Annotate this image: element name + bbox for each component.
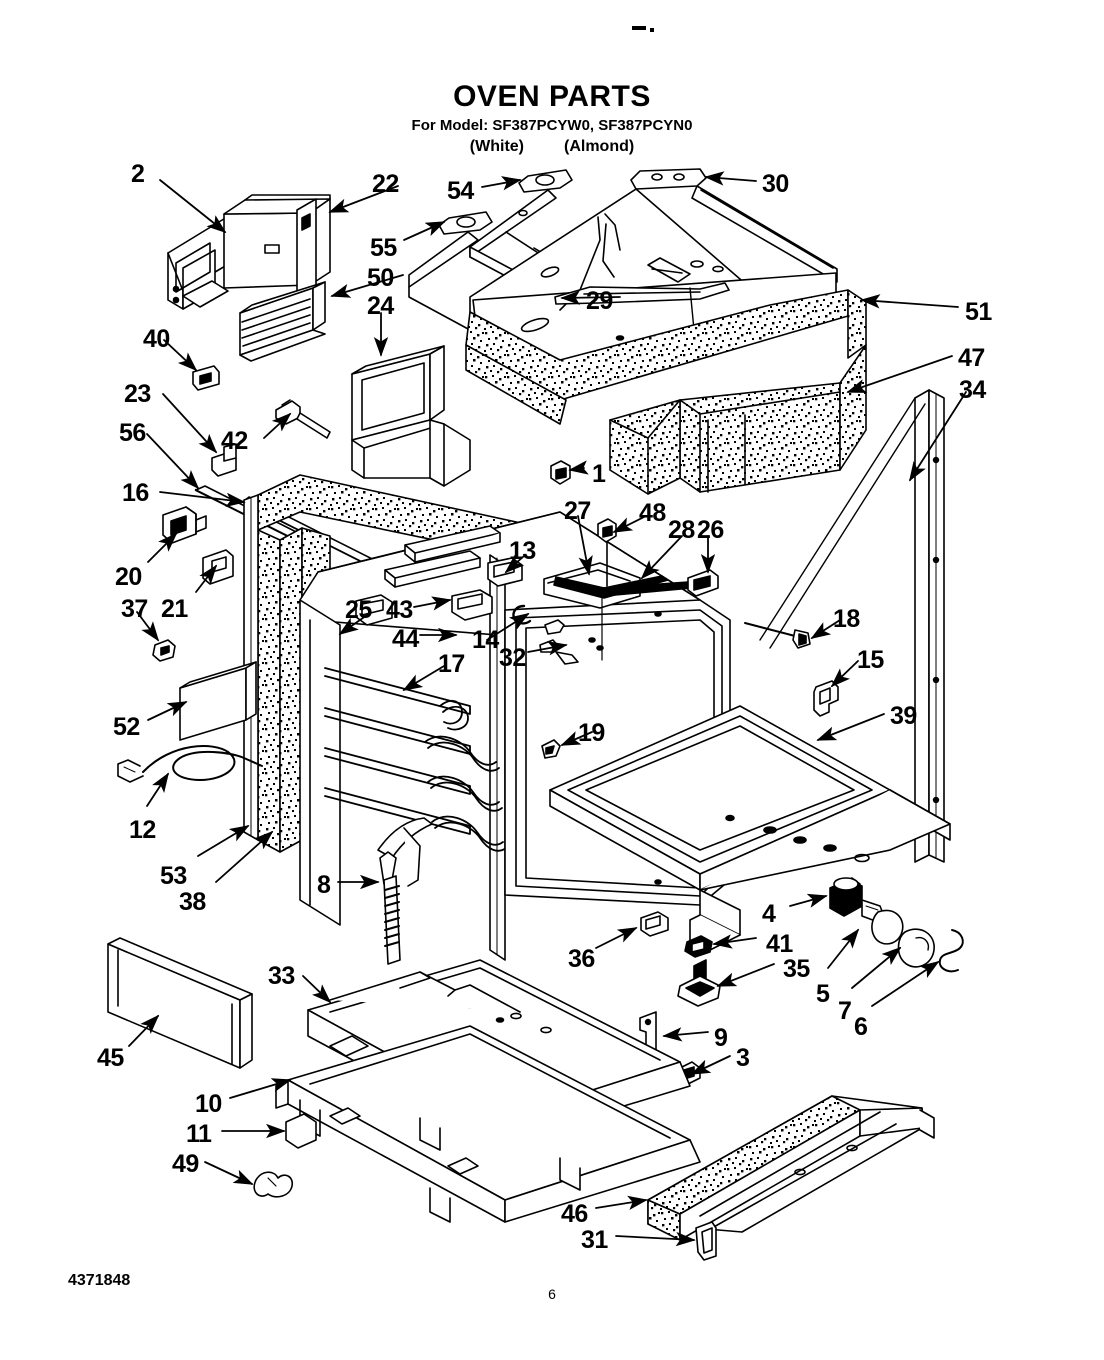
callout-15: 15 [857,646,884,674]
part-switch-20 [162,506,207,544]
callout-29: 29 [586,287,613,315]
page-title: OVEN PARTS [453,80,651,113]
callout-27: 27 [564,497,591,525]
callout-3: 3 [736,1044,750,1072]
callout-20: 20 [115,563,142,591]
callout-35: 35 [783,955,810,983]
finish-line: (White) (Almond) [0,138,1104,156]
callout-5: 5 [816,980,830,1008]
callout-45: 45 [97,1044,124,1072]
rack-support-wires [424,699,507,852]
insulation-right-panel-47 [609,344,867,495]
callout-36: 36 [568,945,595,973]
part-bottom-pan-39 [549,705,951,951]
part-bottom-frame-group [275,959,701,1223]
model-line: For Model: SF387PCYW0, SF387PCYN0 [411,117,693,134]
part-panel-45 [107,937,253,1069]
part-deflector-24 [351,345,471,487]
callout-44: 44 [392,625,419,653]
callout-19: 19 [578,719,605,747]
page-number: 6 [548,1286,556,1302]
callout-14: 14 [472,626,499,654]
callout-8: 8 [317,871,331,899]
callout-7: 7 [838,997,852,1025]
part-nut-37 [152,639,176,662]
callout-4: 4 [762,900,776,928]
part-power-cord-12 [117,745,263,783]
callout-53: 53 [160,862,187,890]
callout-48: 48 [639,499,666,527]
parts-light-assembly [829,877,964,973]
callout-38: 38 [179,888,206,916]
callout-12: 12 [129,816,156,844]
part-vent-grille [239,281,326,362]
part-right-rail-34 [759,389,945,863]
callout-26: 26 [697,516,724,544]
callout-41: 41 [766,930,793,958]
callout-54: 54 [447,177,474,205]
callout-49: 49 [172,1150,199,1178]
callout-22: 22 [372,170,399,198]
part-bracket-23 [211,443,237,477]
callout-24: 24 [367,292,394,320]
callout-34: 34 [959,376,986,404]
callout-33: 33 [268,962,295,990]
callout-9: 9 [714,1024,728,1052]
rack-guides [324,667,471,835]
part-bracket-21 [202,549,234,585]
callout-39: 39 [890,702,917,730]
callout-55: 55 [370,234,397,262]
callout-50: 50 [367,264,394,292]
catalog-part-number: 4371848 [68,1272,131,1289]
finish-white: (White) [469,138,524,155]
scan-artifact-dot-icon [650,28,654,32]
callout-21: 21 [161,595,188,623]
callout-43: 43 [386,596,413,624]
callout-42: 42 [221,427,248,455]
callout-11: 11 [186,1120,212,1148]
part-screw-1 [550,460,571,485]
callout-17: 17 [438,650,465,678]
callout-28: 28 [668,516,695,544]
callout-46: 46 [561,1200,588,1228]
callout-31: 31 [581,1226,608,1254]
part-leveling-leg [677,935,721,1007]
callout-16: 16 [122,479,149,507]
callout-18: 18 [833,605,860,633]
callout-47: 47 [958,344,985,372]
callout-40: 40 [143,325,170,353]
callout-1: 1 [592,460,606,488]
scan-artifact-icon [632,26,646,30]
part-bulb-18 [744,622,811,649]
part-clip-15 [813,680,839,717]
insulation-top-front [465,289,867,425]
part-wirenut-49 [253,1171,294,1198]
callout-32: 32 [499,644,526,672]
leader-lines [128,171,967,1247]
callout-30: 30 [762,170,789,198]
callout-2: 2 [131,160,145,188]
callout-25: 25 [345,596,372,624]
callout-10: 10 [195,1090,222,1118]
callout-6: 6 [854,1013,868,1041]
callout-37: 37 [121,595,148,623]
part-panel-52 [179,661,257,741]
finish-almond: (Almond) [564,138,635,155]
callout-13: 13 [509,537,536,565]
part-bracket-36 [640,911,669,937]
callout-51: 51 [965,298,992,326]
part-latch-spring-8 [377,817,433,965]
part-clip-40 [192,365,220,391]
callout-23: 23 [124,380,151,408]
callout-52: 52 [113,713,140,741]
part-screw-19 [541,739,561,759]
parts-thermostat-cluster [543,518,719,661]
callout-56: 56 [119,419,146,447]
part-front-rail-46 [647,1095,935,1261]
